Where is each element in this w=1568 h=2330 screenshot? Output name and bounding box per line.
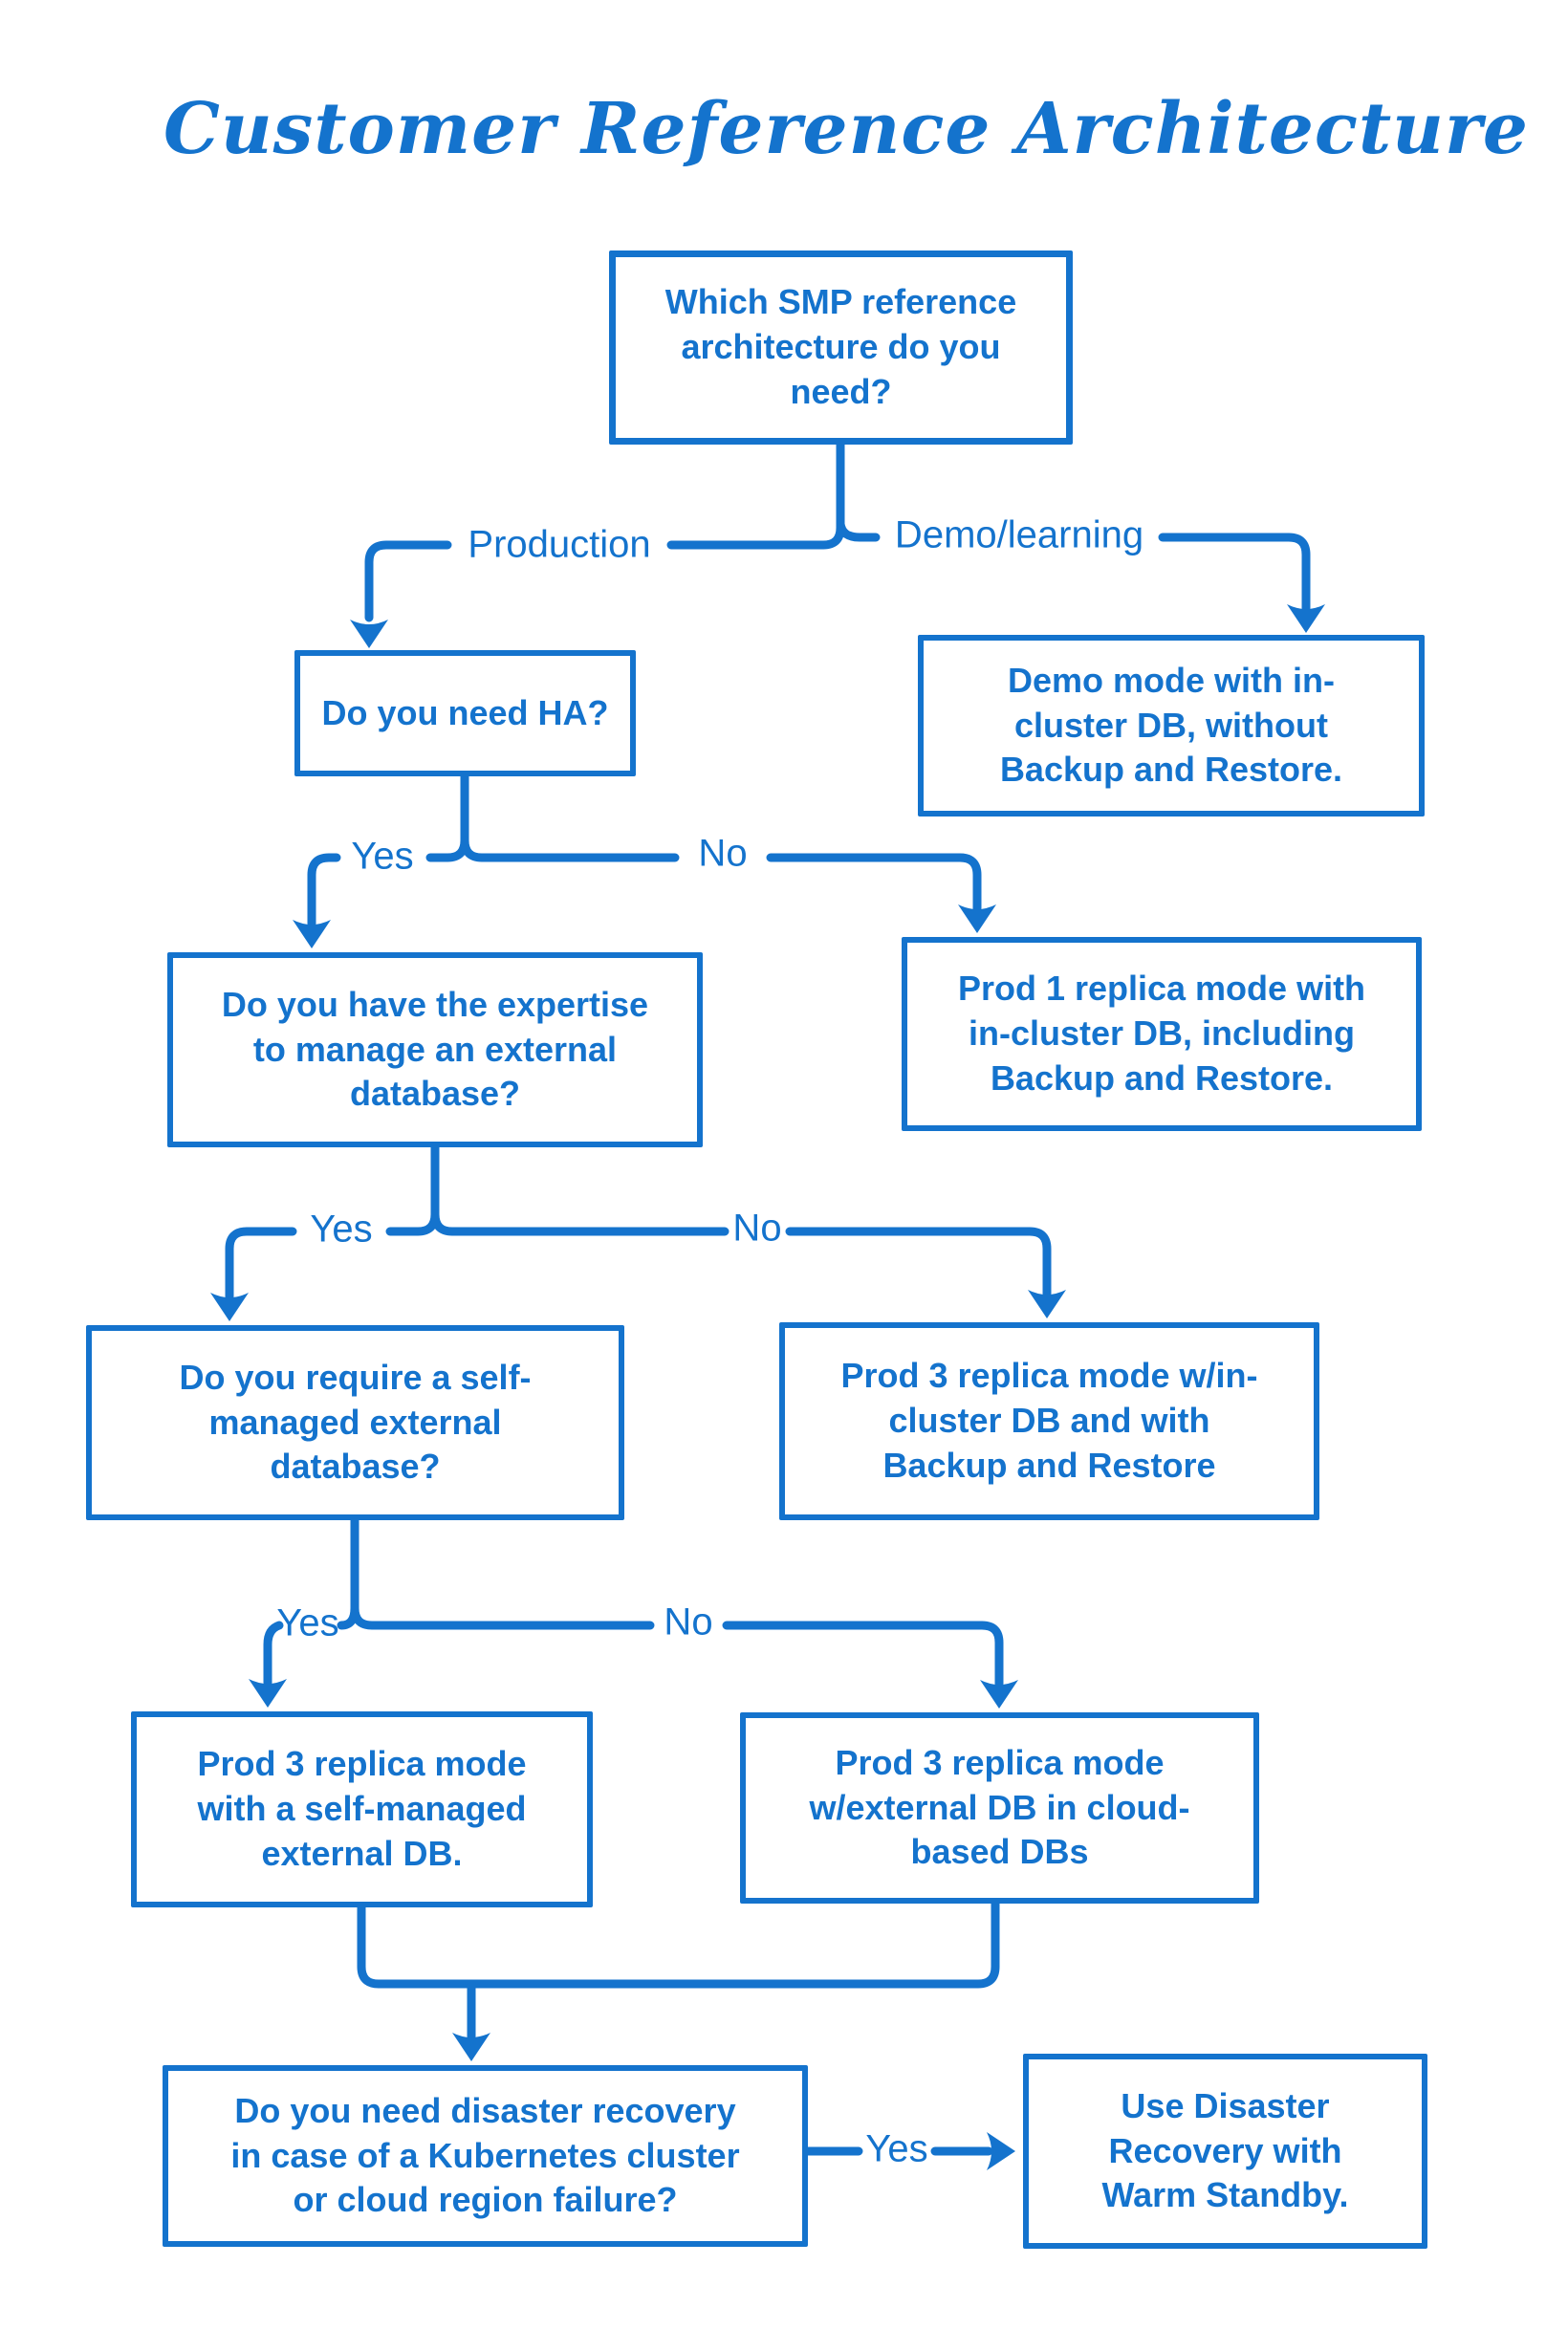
edge-label-selfmanaged-no: No [664, 1601, 713, 1644]
node-prod-3-in-cluster: Prod 3 replica mode w/in- cluster DB and… [779, 1322, 1319, 1520]
node-self-managed-question-text: Do you require a self- managed external … [179, 1357, 532, 1487]
node-need-ha-text: Do you need HA? [321, 692, 609, 732]
connector-expertise-down [385, 1141, 440, 1236]
edge-label-expertise-no: No [732, 1207, 782, 1250]
connector-selfmanaged-yes [263, 1621, 284, 1688]
edge-label-selfmanaged-yes: Yes [276, 1601, 339, 1644]
node-demo-mode-text: Demo mode with in- cluster DB, without B… [999, 660, 1343, 790]
node-prod-3-cloud: Prod 3 replica mode w/external DB in clo… [740, 1712, 1259, 1904]
connector-ha-no [460, 836, 982, 913]
arrowhead-merge-drop [452, 2033, 490, 2061]
arrowhead-selfmanaged-no [980, 1680, 1018, 1709]
node-prod-3-self-managed: Prod 3 replica mode with a self-managed … [131, 1711, 593, 1907]
node-self-managed-question: Do you require a self- managed external … [86, 1325, 624, 1520]
connector-root-down [666, 438, 845, 550]
node-demo-mode: Demo mode with in- cluster DB, without B… [918, 635, 1425, 817]
node-warm-standby: Use Disaster Recovery with Warm Standby. [1023, 2054, 1427, 2249]
node-warm-standby-text: Use Disaster Recovery with Warm Standby. [1101, 2085, 1349, 2215]
connector-merge [357, 1897, 1000, 1989]
arrowhead-disaster-yes [987, 2132, 1015, 2170]
node-which-architecture: Which SMP reference architecture do you … [609, 250, 1073, 445]
arrowhead-production [350, 620, 388, 648]
node-prod-1-replica: Prod 1 replica mode with in-cluster DB, … [902, 937, 1422, 1131]
connector-expertise-yes [225, 1227, 297, 1301]
arrowhead-demo [1287, 604, 1325, 633]
edge-label-expertise-yes: Yes [310, 1208, 373, 1251]
node-disaster-recovery-question: Do you need disaster recovery in case of… [163, 2065, 808, 2247]
connector-expertise-no [430, 1209, 1052, 1298]
node-expertise-question-text: Do you have the expertise to manage an e… [221, 984, 649, 1114]
connector-selfmanaged-no [350, 1603, 1004, 1688]
connector-ha-down [425, 770, 469, 862]
edge-label-demo-learning: Demo/learning [894, 513, 1144, 556]
node-need-ha: Do you need HA? [294, 650, 636, 776]
node-prod-3-cloud-text: Prod 3 replica mode w/external DB in clo… [809, 1742, 1190, 1872]
edge-label-disaster-yes: Yes [865, 2127, 928, 2170]
arrowhead-selfmanaged-yes [249, 1679, 287, 1708]
page-title: Customer Reference Architecture [163, 88, 1530, 170]
arrowhead-expertise-yes [210, 1293, 249, 1321]
edge-label-ha-yes: Yes [351, 835, 414, 878]
node-prod-3-self-managed-text: Prod 3 replica mode with a self-managed … [197, 1744, 527, 1873]
connector-ha-yes [307, 853, 341, 928]
node-expertise-question: Do you have the expertise to manage an e… [167, 952, 703, 1147]
connector-demo [1158, 533, 1311, 613]
connector-production [364, 540, 452, 622]
edge-label-production: Production [468, 523, 651, 566]
connector-demo-stub [836, 519, 881, 542]
node-which-architecture-text: Which SMP reference architecture do you … [664, 282, 1017, 411]
node-disaster-recovery-question-text: Do you need disaster recovery in case of… [230, 2090, 740, 2220]
node-prod-1-replica-text: Prod 1 replica mode with in-cluster DB, … [957, 969, 1366, 1098]
arrowhead-ha-no [958, 904, 996, 933]
edge-label-ha-no: No [698, 832, 748, 875]
arrowhead-expertise-no [1028, 1290, 1066, 1318]
arrowhead-ha-yes [293, 920, 331, 948]
node-prod-3-in-cluster-text: Prod 3 replica mode w/in- cluster DB and… [840, 1356, 1258, 1485]
